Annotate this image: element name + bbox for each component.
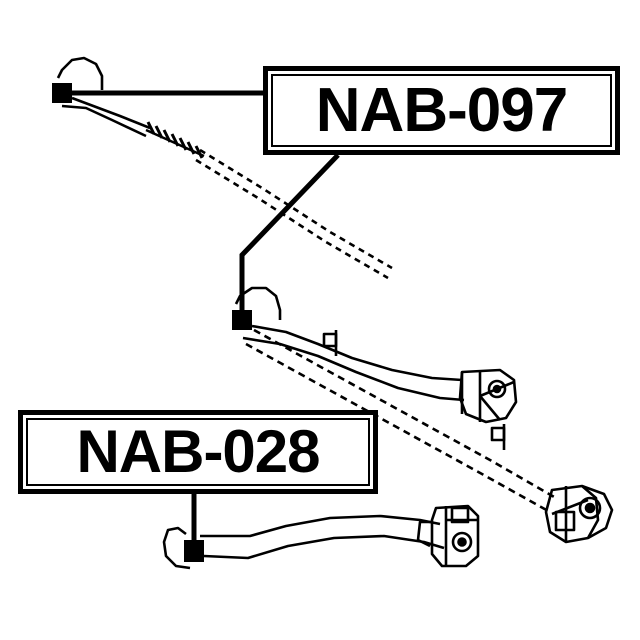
bushing-markers bbox=[52, 83, 252, 562]
tierod-bushing-collar bbox=[56, 56, 104, 90]
tierod-threaded-sleeve bbox=[145, 121, 205, 159]
part-short-lower-arm bbox=[162, 504, 480, 570]
bushing-marker-controlarm bbox=[232, 310, 252, 330]
tierod-shaft-lower-edge bbox=[61, 104, 147, 138]
lowerarm-lower-edge bbox=[203, 534, 445, 560]
part-number-text-nab028: NAB-028 bbox=[76, 418, 320, 485]
tierod-rod-lower bbox=[195, 158, 389, 280]
longlink-clamp-upper bbox=[322, 330, 338, 356]
lowerarm-ball-joint-housing bbox=[416, 504, 480, 568]
longlink-upper-edge bbox=[253, 328, 557, 500]
leader-nab097-to-controlarm-bushing bbox=[239, 153, 340, 318]
longlink-ball-joint-housing bbox=[544, 484, 614, 544]
part-upper-control-arm bbox=[234, 286, 518, 424]
tierod-rod-upper bbox=[199, 148, 393, 270]
part-number-label-nab097[interactable]: NAB-097 bbox=[263, 66, 620, 155]
lowerarm-bushing-collar bbox=[162, 526, 191, 570]
controlarm-bushing-collar bbox=[234, 286, 282, 320]
lowerarm-upper-edge bbox=[200, 514, 441, 538]
controlarm-upper-edge bbox=[251, 324, 463, 382]
tierod-shaft-upper-edge bbox=[71, 96, 151, 130]
bushing-marker-lowerarm bbox=[184, 540, 204, 562]
bushing-marker-tierod bbox=[52, 83, 72, 103]
part-long-lower-link bbox=[245, 328, 614, 544]
part-number-text-nab097: NAB-097 bbox=[315, 75, 568, 145]
controlarm-ball-joint-housing bbox=[458, 368, 518, 424]
part-number-label-nab028[interactable]: NAB-028 bbox=[18, 410, 378, 494]
longlink-clamp-lower bbox=[490, 424, 506, 450]
part-upper-tie-rod bbox=[56, 56, 393, 280]
controlarm-lower-edge bbox=[242, 336, 465, 402]
